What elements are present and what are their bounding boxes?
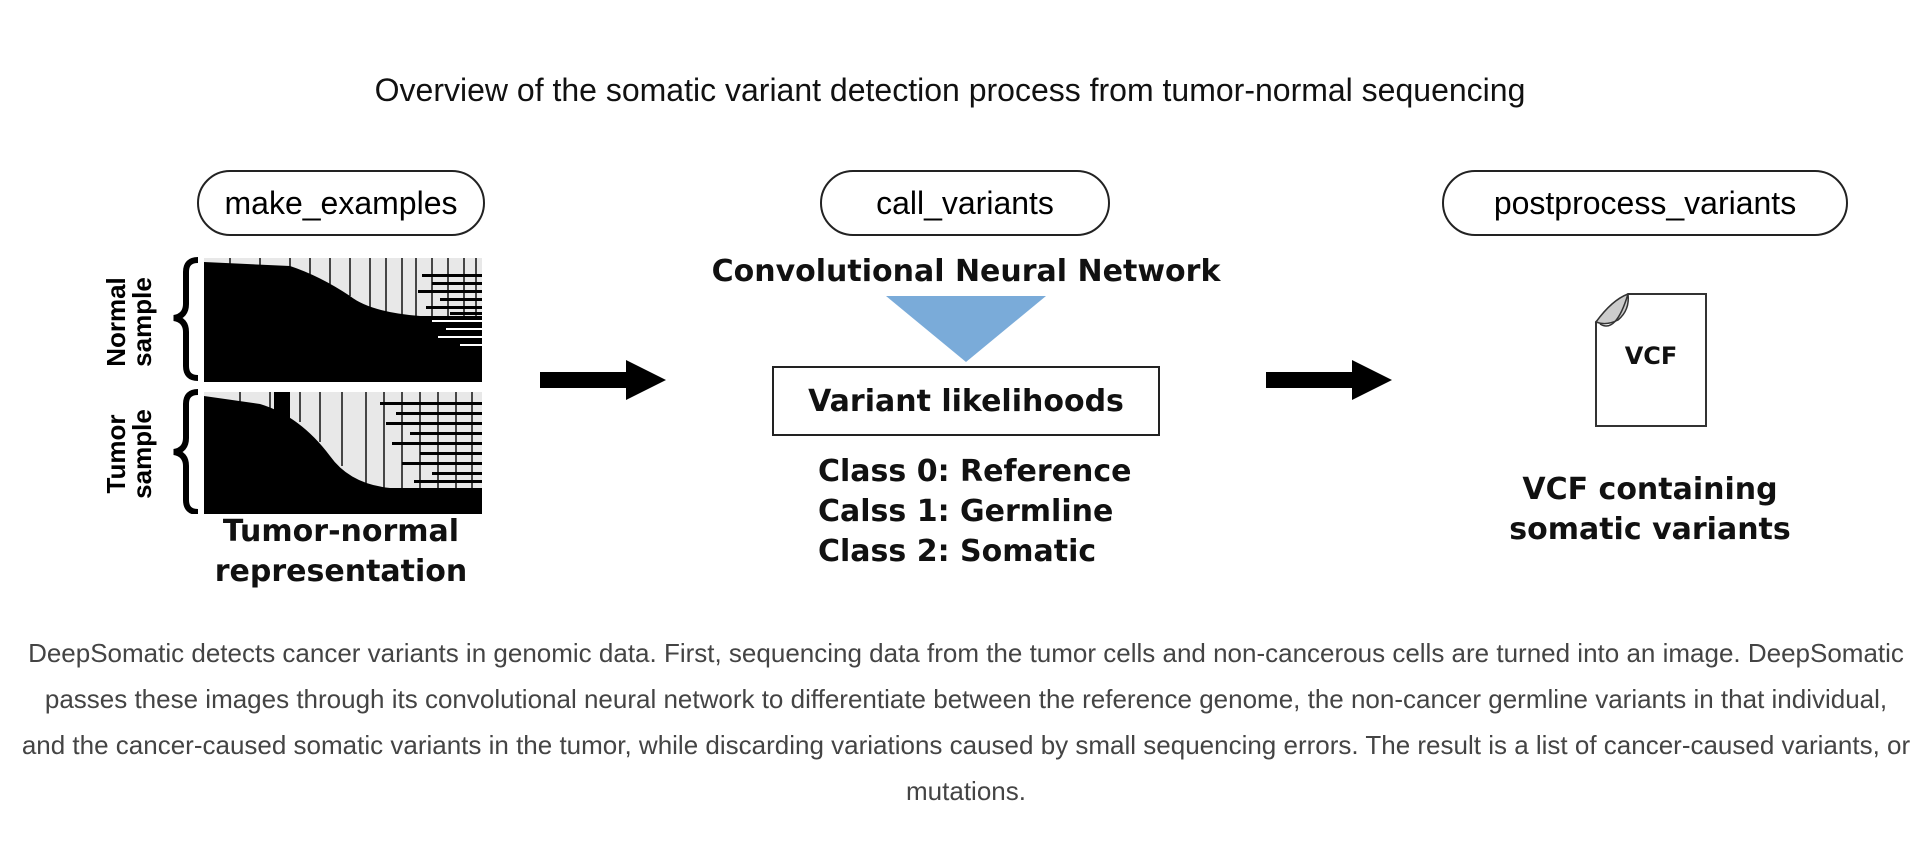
vcf-output-line1: VCF containing: [1522, 472, 1778, 507]
pileup-graphic: [173, 257, 482, 514]
vcf-file-icon: [1594, 292, 1707, 427]
normal-sample-image: [204, 258, 482, 382]
representation-label-line2: representation: [214, 554, 468, 589]
vcf-file-label: VCF: [1624, 342, 1678, 370]
arrow-right-icon: [1266, 360, 1392, 400]
class-2-item: Class 2: Somatic: [818, 534, 1097, 569]
normal-sample-label: Normal sample: [101, 277, 157, 367]
stage-postprocess-variants: postprocess_variants: [1442, 170, 1848, 236]
stage-call-variants: call_variants: [820, 170, 1110, 236]
class-list: Class 0: Reference Calss 1: Germline Cla…: [818, 452, 1158, 572]
figure-caption: DeepSomatic detects cancer variants in g…: [21, 638, 1911, 806]
stage-make-examples: make_examples: [197, 170, 485, 236]
representation-label-line1: Tumor-normal: [222, 514, 460, 549]
class-0-item: Class 0: Reference: [818, 454, 1132, 489]
class-1-item: Calss 1: Germline: [818, 494, 1114, 529]
vcf-output-label: VCF containing somatic variants: [1490, 470, 1810, 550]
figure-title: Overview of the somatic variant detectio…: [374, 72, 1526, 108]
network-triangle: [886, 296, 1046, 362]
vcf-output-line2: somatic variants: [1509, 512, 1791, 547]
normal-brace: [173, 257, 199, 381]
representation-label: Tumor-normal representation: [190, 512, 492, 592]
variant-likelihoods-box: Variant likelihoods: [772, 366, 1160, 436]
network-label: Convolutional Neural Network: [711, 254, 1221, 289]
arrow-right-icon: [540, 360, 666, 400]
tumor-sample-label: Tumor sample: [101, 409, 157, 499]
tumor-brace: [173, 389, 199, 514]
tumor-sample-image: [204, 392, 482, 514]
